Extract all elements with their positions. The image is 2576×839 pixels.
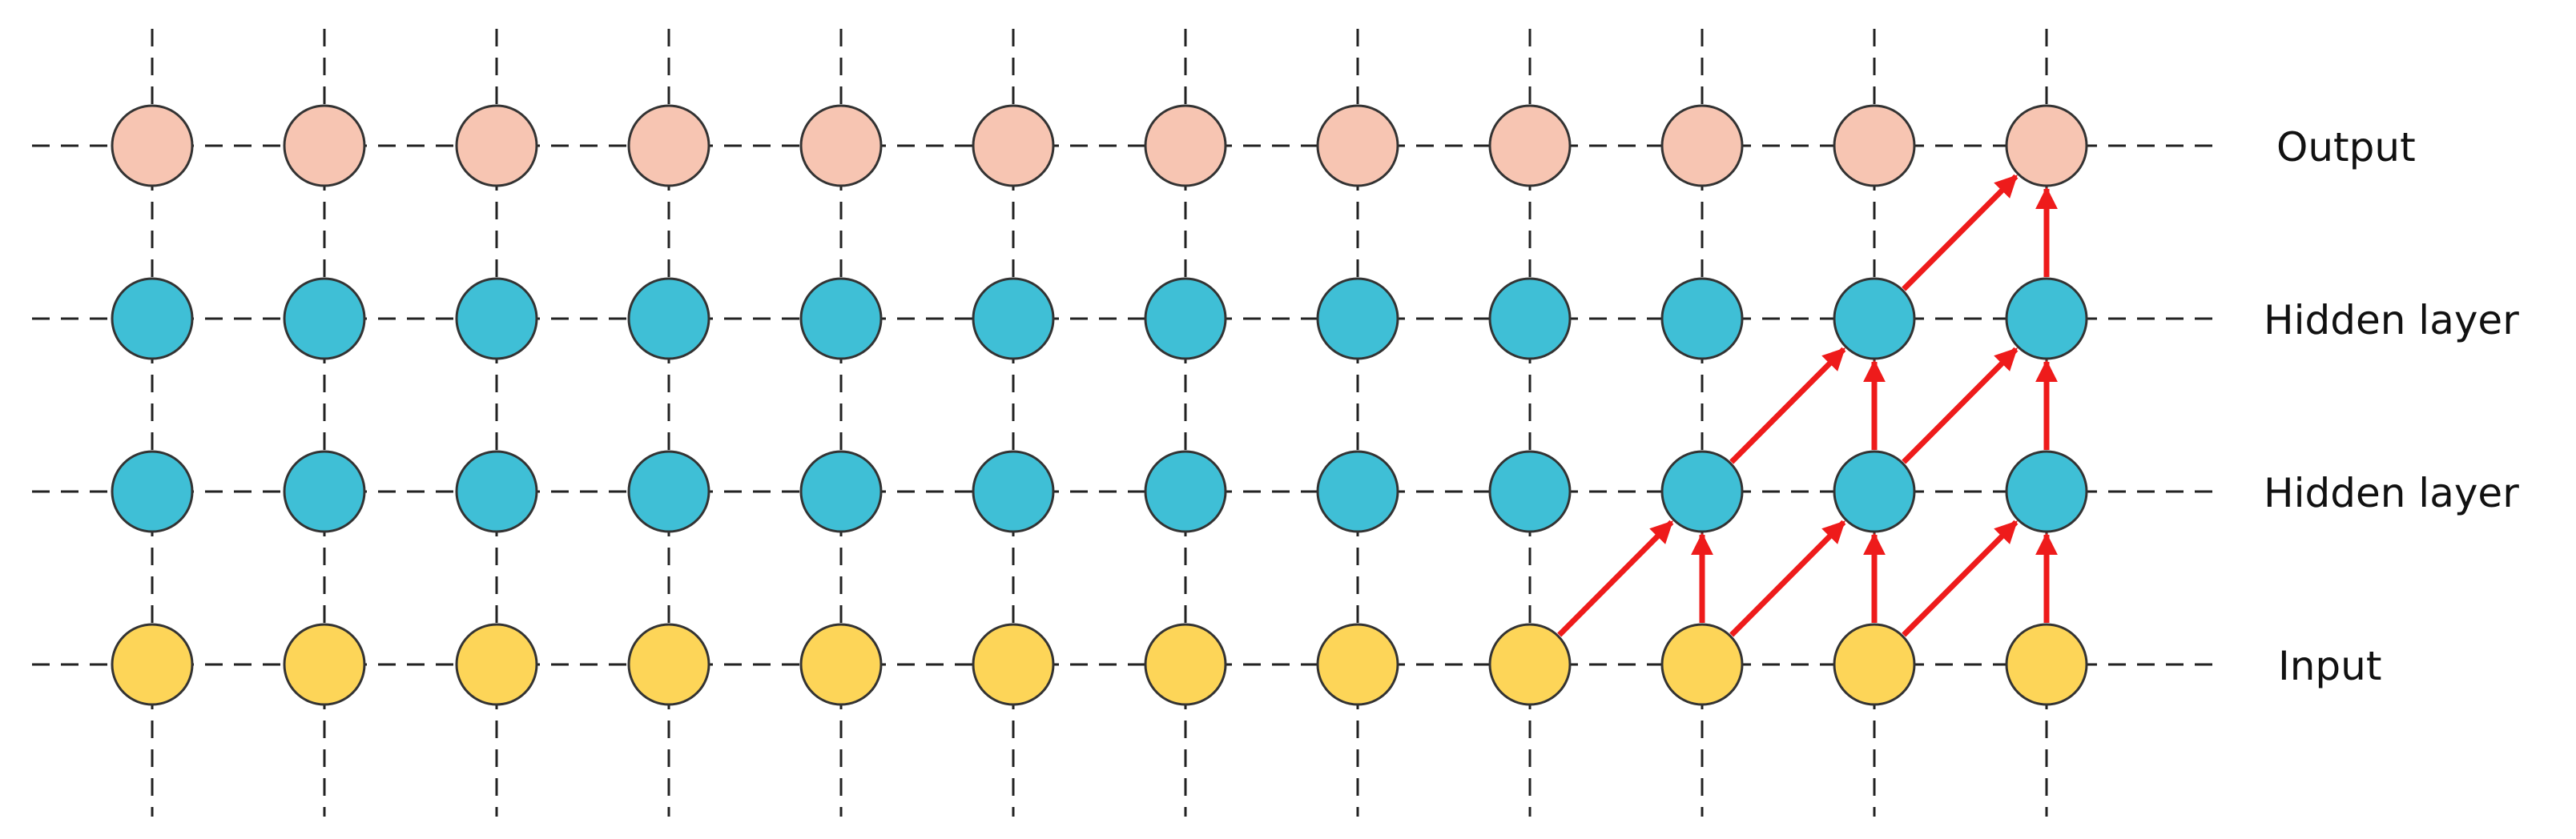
hidden-node-r2-c7 (1316, 277, 1399, 360)
output-node-r3-c10 (1833, 104, 1916, 187)
input-node-r0-c6 (1144, 623, 1227, 706)
output-node-r3-c7 (1316, 104, 1399, 187)
output-node-r3-c11 (2005, 104, 2088, 187)
hidden-node-r1-c7 (1316, 450, 1399, 533)
connection-arrow-8 (1902, 347, 2019, 464)
input-node-r0-c3 (627, 623, 710, 706)
input-node-r0-c8 (1488, 623, 1572, 706)
hidden-node-r1-c11 (2005, 450, 2088, 533)
input-node-r0-c2 (455, 623, 538, 706)
connection-arrow-0 (1557, 520, 1674, 637)
hidden-node-r1-c1 (283, 450, 366, 533)
connection-arrow-2 (1729, 520, 1846, 637)
hidden-node-r1-c3 (627, 450, 710, 533)
hidden-node-r1-c5 (972, 450, 1055, 533)
output-node-r3-c4 (799, 104, 883, 187)
input-node-r0-c5 (972, 623, 1055, 706)
output-node-r3-c5 (972, 104, 1055, 187)
input-node-r0-c7 (1316, 623, 1399, 706)
output-node-r3-c1 (283, 104, 366, 187)
output-layer-label: Output (2276, 124, 2416, 171)
hidden-node-r2-c5 (972, 277, 1055, 360)
network-nodes (111, 104, 2088, 706)
input-layer-label: Input (2278, 643, 2382, 689)
input-node-r0-c4 (799, 623, 883, 706)
hidden-node-r2-c3 (627, 277, 710, 360)
hidden-node-r2-c11 (2005, 277, 2088, 360)
output-node-r3-c3 (627, 104, 710, 187)
input-node-r0-c9 (1660, 623, 1744, 706)
hidden-node-r2-c1 (283, 277, 366, 360)
hidden-node-r1-c10 (1833, 450, 1916, 533)
hidden-node-r1-c2 (455, 450, 538, 533)
output-node-r3-c9 (1660, 104, 1744, 187)
hidden-node-r2-c9 (1660, 277, 1744, 360)
input-node-r0-c1 (283, 623, 366, 706)
hidden-node-r1-c8 (1488, 450, 1572, 533)
input-node-r0-c11 (2005, 623, 2088, 706)
hidden-node-r2-c10 (1833, 277, 1916, 360)
hidden-node-r2-c0 (111, 277, 194, 360)
hidden-node-r1-c4 (799, 450, 883, 533)
connection-arrow-6 (1729, 347, 1846, 464)
output-node-r3-c2 (455, 104, 538, 187)
input-node-r0-c0 (111, 623, 194, 706)
output-node-r3-c0 (111, 104, 194, 187)
hidden-node-r2-c6 (1144, 277, 1227, 360)
output-node-r3-c8 (1488, 104, 1572, 187)
connection-arrow-4 (1902, 520, 2019, 637)
hidden-node-r1-c6 (1144, 450, 1227, 533)
hidden-node-r2-c4 (799, 277, 883, 360)
hidden-node-r2-c2 (455, 277, 538, 360)
connection-arrows (1557, 174, 2058, 637)
input-node-r0-c10 (1833, 623, 1916, 706)
hidden-node-r2-c8 (1488, 277, 1572, 360)
hidden-node-r1-c9 (1660, 450, 1744, 533)
hidden-layer-1-label: Hidden layer (2264, 470, 2519, 516)
connection-arrow-10 (1902, 174, 2019, 291)
hidden-layer-2-label: Hidden layer (2264, 297, 2519, 343)
hidden-node-r1-c0 (111, 450, 194, 533)
output-node-r3-c6 (1144, 104, 1227, 187)
